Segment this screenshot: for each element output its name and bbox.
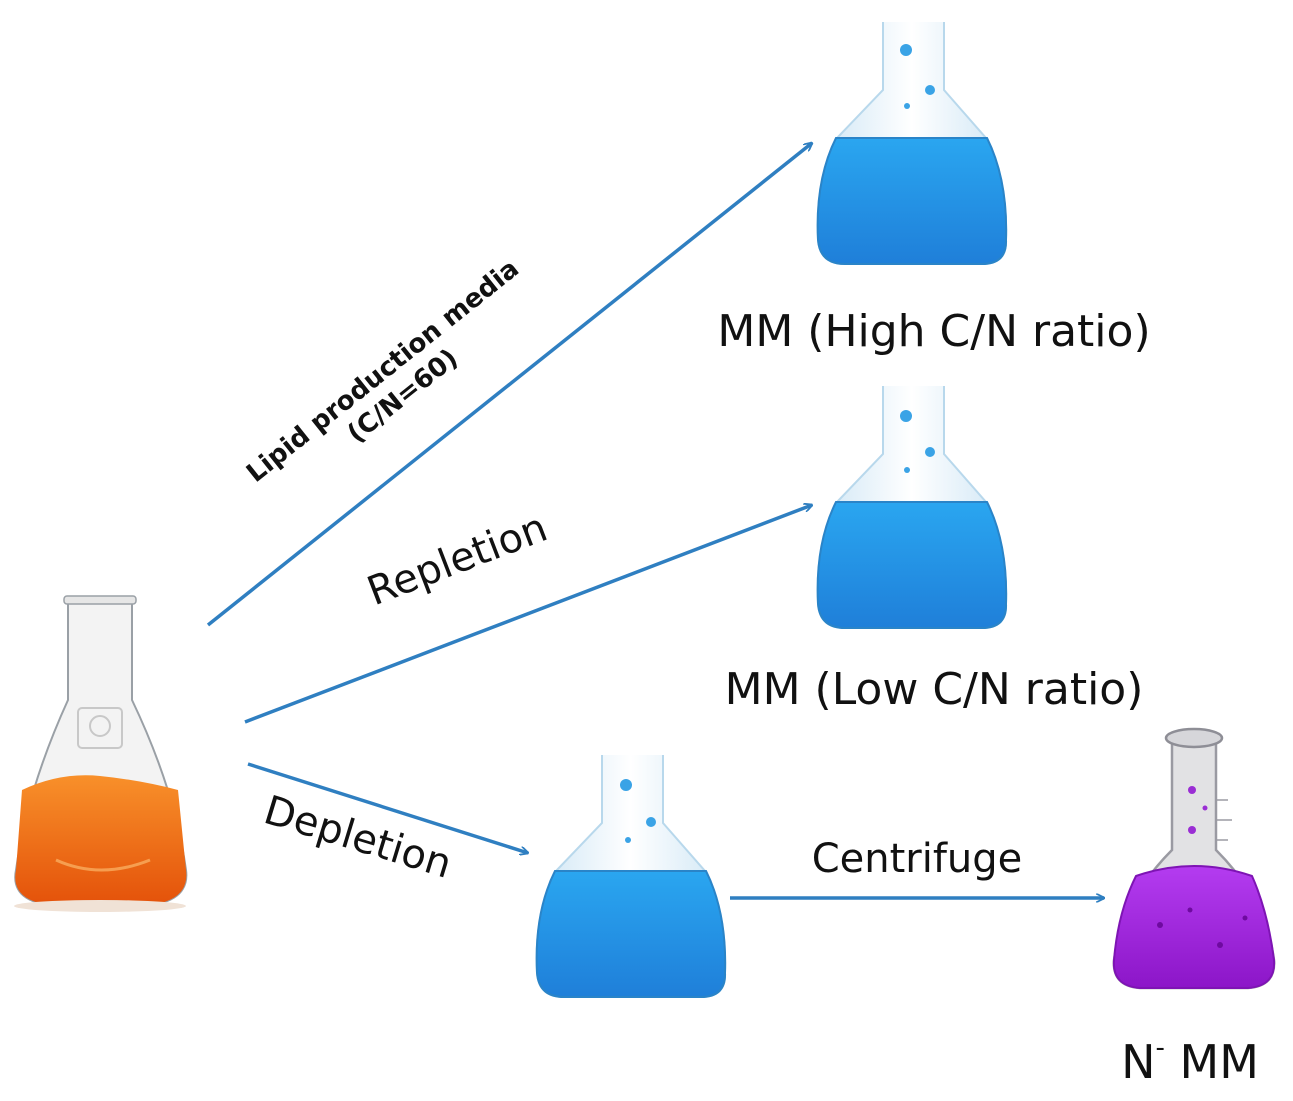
arrow-to-depleted bbox=[247, 762, 528, 853]
mm-text: MM bbox=[1165, 1035, 1259, 1089]
arrow-to-high bbox=[206, 143, 812, 627]
blue-flask-icon bbox=[535, 755, 727, 998]
repletion-label: Repletion bbox=[361, 505, 553, 615]
n-superscript: - bbox=[1156, 1033, 1165, 1063]
blue-flask-icon bbox=[816, 22, 1008, 265]
centrifuge-label: Centrifuge bbox=[812, 836, 1023, 882]
media-label-line1: Lipid production media bbox=[241, 254, 525, 489]
purple-flask-icon bbox=[1112, 727, 1276, 990]
n-text: N bbox=[1121, 1035, 1155, 1089]
flask-n-minus-label: N- MM bbox=[1121, 1033, 1259, 1089]
depletion-label: Depletion bbox=[259, 787, 457, 887]
arrow-to-low bbox=[244, 505, 812, 724]
flask-low-label: MM (Low C/N ratio) bbox=[725, 664, 1144, 715]
blue-flask-icon bbox=[816, 386, 1008, 629]
media-label: Lipid production media (C/N=60) bbox=[241, 254, 525, 489]
culture-flask-icon bbox=[14, 595, 188, 912]
arrows bbox=[206, 143, 1104, 898]
flask-high-label: MM (High C/N ratio) bbox=[717, 306, 1150, 357]
